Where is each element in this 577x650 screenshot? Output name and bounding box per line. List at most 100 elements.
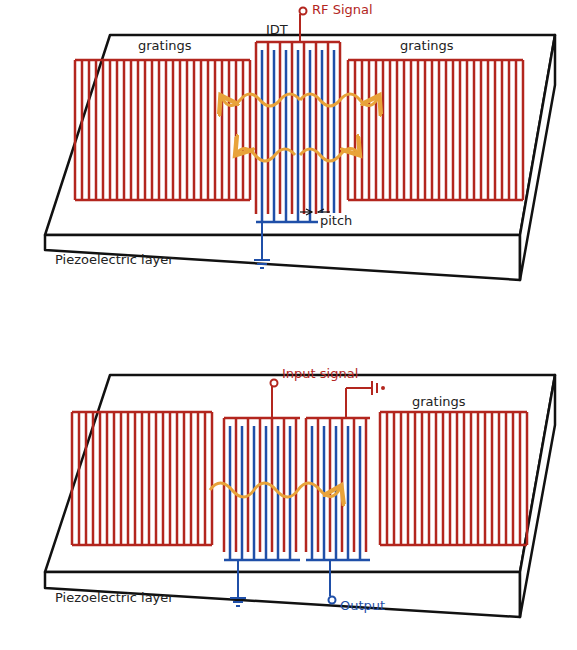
stroke bbox=[473, 60, 476, 200]
stroke bbox=[75, 199, 250, 202]
stroke bbox=[348, 59, 523, 62]
grating-label: gratings bbox=[138, 38, 192, 54]
stroke bbox=[197, 412, 200, 545]
stroke bbox=[306, 417, 370, 420]
stroke bbox=[165, 60, 168, 200]
stroke bbox=[158, 60, 161, 200]
stroke bbox=[127, 412, 130, 545]
stroke bbox=[95, 60, 98, 200]
stroke bbox=[279, 42, 282, 214]
stroke bbox=[417, 60, 420, 200]
stroke bbox=[116, 60, 119, 200]
stroke bbox=[183, 412, 186, 545]
reflector-grating bbox=[75, 60, 250, 200]
idt-label: IDT bbox=[266, 22, 288, 38]
stroke bbox=[214, 60, 217, 200]
stroke bbox=[463, 412, 466, 545]
stroke bbox=[123, 60, 126, 200]
stroke bbox=[368, 60, 371, 200]
stroke bbox=[353, 418, 356, 552]
stroke bbox=[442, 412, 445, 545]
reflector-grating bbox=[348, 60, 523, 200]
stroke bbox=[193, 60, 196, 200]
stroke bbox=[235, 418, 238, 552]
signal-name: RF Signal bbox=[312, 2, 373, 18]
stroke bbox=[421, 412, 424, 545]
stroke bbox=[81, 60, 84, 200]
stroke bbox=[396, 60, 399, 200]
stroke bbox=[200, 60, 203, 200]
stroke bbox=[361, 60, 364, 200]
stroke bbox=[347, 426, 350, 560]
stroke bbox=[354, 60, 357, 200]
stroke bbox=[155, 412, 158, 545]
stroke bbox=[379, 412, 382, 545]
stroke bbox=[211, 412, 214, 545]
stroke bbox=[449, 412, 452, 545]
interdigital-transducer bbox=[256, 42, 340, 222]
input-wire bbox=[271, 380, 373, 419]
layer-label: Piezoelectric layer bbox=[55, 252, 174, 268]
stroke bbox=[487, 60, 490, 200]
stroke bbox=[435, 412, 438, 545]
stroke bbox=[382, 60, 385, 200]
stroke bbox=[519, 412, 522, 545]
stroke bbox=[162, 412, 165, 545]
stroke bbox=[526, 412, 529, 545]
stroke bbox=[137, 60, 140, 200]
stroke bbox=[414, 412, 417, 545]
stroke bbox=[303, 42, 306, 214]
stroke bbox=[410, 60, 413, 200]
stroke bbox=[204, 412, 207, 545]
stroke bbox=[169, 412, 172, 545]
stroke bbox=[207, 60, 210, 200]
stroke bbox=[249, 60, 252, 200]
stroke bbox=[172, 60, 175, 200]
stroke bbox=[494, 60, 497, 200]
stroke bbox=[144, 60, 147, 200]
stroke bbox=[242, 60, 245, 200]
stroke bbox=[428, 412, 431, 545]
stroke bbox=[508, 60, 511, 200]
stroke bbox=[224, 559, 300, 562]
stroke bbox=[102, 60, 105, 200]
stroke bbox=[130, 60, 133, 200]
stroke bbox=[393, 412, 396, 545]
stroke bbox=[386, 412, 389, 545]
stroke bbox=[186, 60, 189, 200]
stroke bbox=[273, 50, 276, 222]
stroke bbox=[375, 60, 378, 200]
piezo-slab-top bbox=[45, 35, 555, 280]
ground-wire-bottom bbox=[230, 560, 336, 606]
stroke bbox=[317, 418, 320, 552]
stroke bbox=[74, 60, 77, 200]
stroke bbox=[85, 412, 88, 545]
stroke bbox=[261, 50, 264, 222]
stroke bbox=[505, 412, 508, 545]
stroke bbox=[151, 60, 154, 200]
acoustic-wave-bottom bbox=[210, 483, 340, 497]
stroke bbox=[92, 412, 95, 545]
piezo-slab-bottom bbox=[45, 375, 555, 617]
signal-name: Input signal bbox=[282, 366, 358, 382]
stroke bbox=[247, 418, 250, 552]
stroke bbox=[134, 412, 137, 545]
stroke bbox=[407, 412, 410, 545]
stroke bbox=[501, 60, 504, 200]
stroke bbox=[452, 60, 455, 200]
stroke bbox=[106, 412, 109, 545]
stroke bbox=[289, 426, 292, 560]
stroke bbox=[459, 60, 462, 200]
stroke bbox=[99, 412, 102, 545]
stroke bbox=[309, 50, 312, 222]
reflector-grating bbox=[380, 412, 527, 545]
stroke bbox=[359, 426, 362, 560]
stroke bbox=[221, 60, 224, 200]
stroke bbox=[512, 412, 515, 545]
stroke bbox=[109, 60, 112, 200]
grating-label: gratings bbox=[400, 38, 454, 54]
stroke bbox=[424, 60, 427, 200]
stroke bbox=[403, 60, 406, 200]
interdigital-transducer bbox=[224, 418, 300, 560]
